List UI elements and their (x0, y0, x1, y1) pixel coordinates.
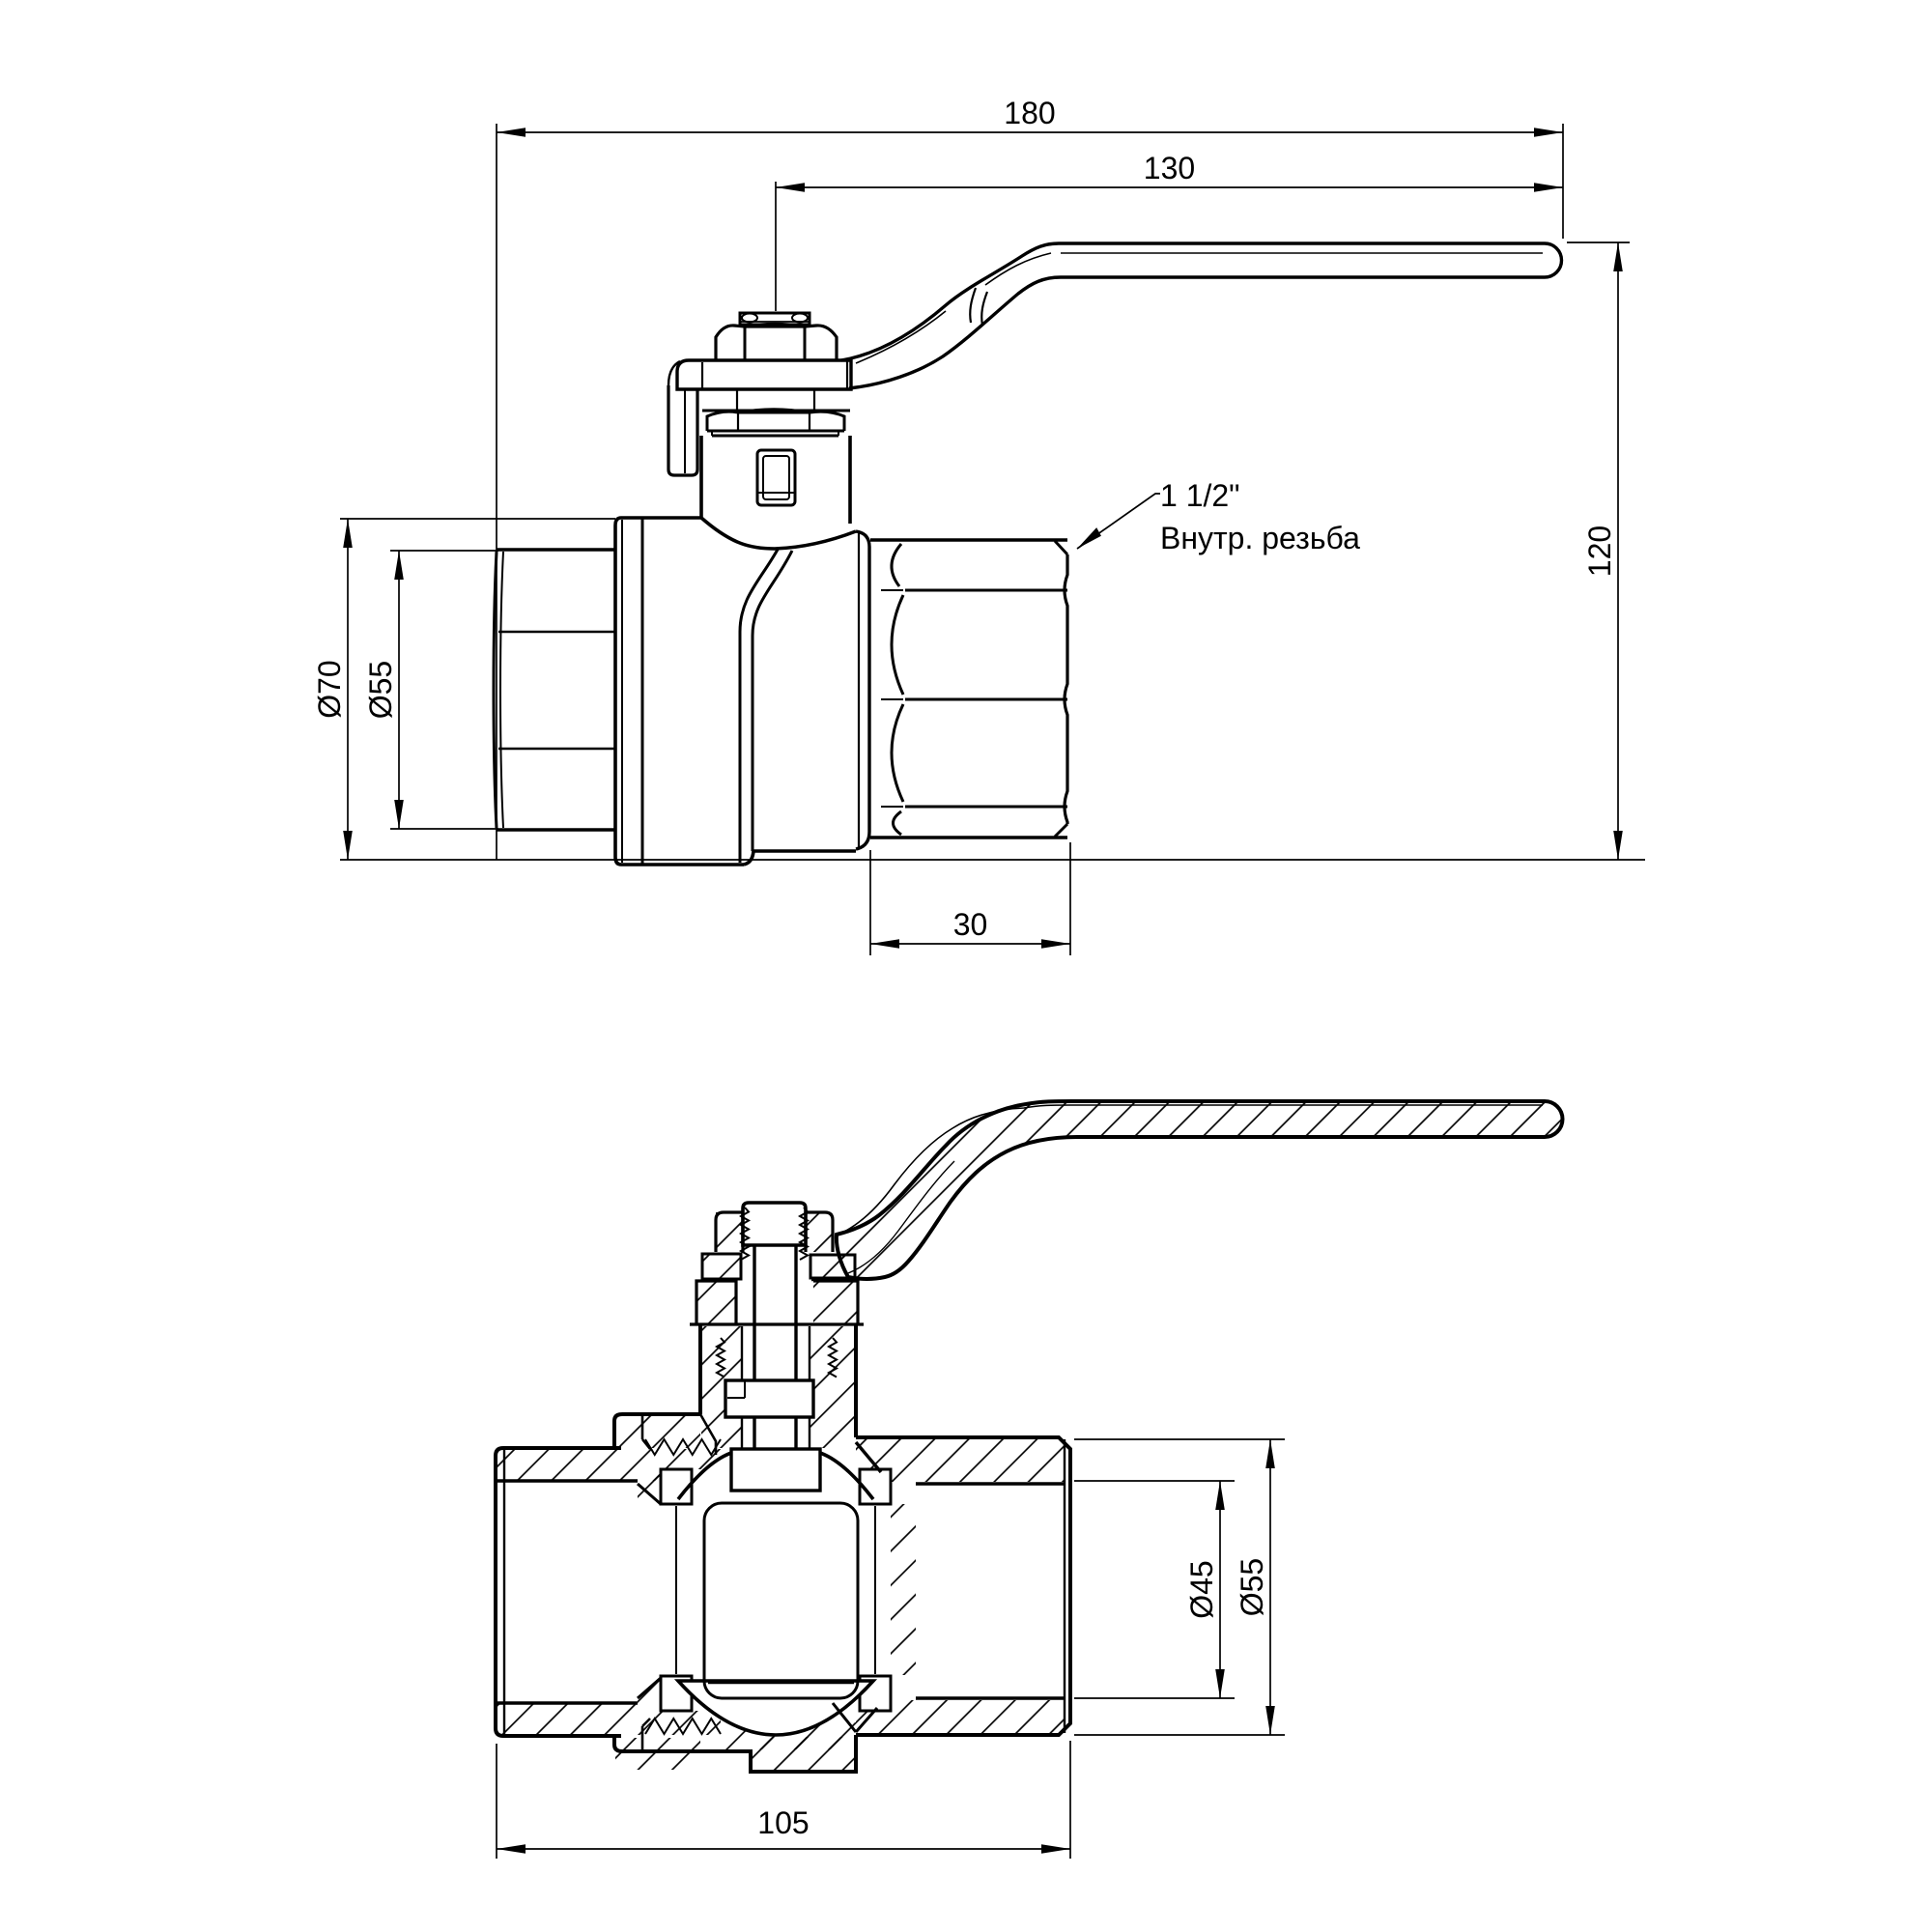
svg-text:Ø55: Ø55 (1235, 1558, 1269, 1616)
svg-text:Ø55: Ø55 (363, 661, 398, 719)
svg-text:120: 120 (1582, 526, 1617, 577)
svg-text:30: 30 (953, 907, 988, 942)
svg-text:Ø70: Ø70 (312, 660, 347, 718)
svg-text:Ø45: Ø45 (1184, 1560, 1219, 1618)
svg-text:180: 180 (1004, 96, 1055, 130)
svg-text:Внутр. резьба: Внутр. резьба (1160, 521, 1360, 555)
svg-text:1 1/2": 1 1/2" (1160, 478, 1240, 513)
svg-text:130: 130 (1144, 151, 1195, 185)
svg-text:105: 105 (757, 1805, 809, 1840)
